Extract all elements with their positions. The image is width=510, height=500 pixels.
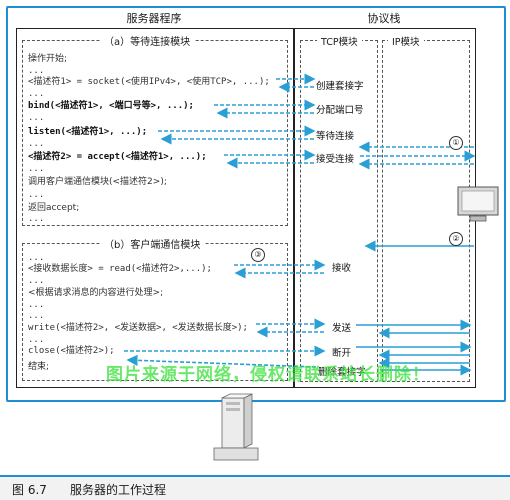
tcp-op-listen: 等待连接 bbox=[316, 131, 355, 142]
code-line: ... bbox=[28, 113, 45, 123]
code-line: <描述符1> = socket(<使用IPv4>, <使用TCP>, ...); bbox=[28, 77, 270, 87]
code-line: 操作开始; bbox=[28, 54, 68, 64]
marker-2: ② bbox=[449, 232, 463, 246]
section-a-title: （a）等待连接模块 bbox=[100, 33, 195, 48]
code-line: ... bbox=[28, 276, 45, 286]
tcp-op-receive: 接收 bbox=[332, 263, 352, 274]
section-b-title: （b）客户端通信模块 bbox=[100, 236, 205, 251]
code-line: ... bbox=[28, 357, 45, 367]
code-line-accept: <描述符2> = accept(<描述符1>, ...); bbox=[28, 152, 207, 162]
tcp-op-disconnect: 断开 bbox=[332, 348, 352, 359]
tcp-op-create-socket: 创建套接字 bbox=[316, 81, 364, 92]
stack-panel-title: 协议栈 bbox=[367, 12, 401, 25]
tcp-op-delete-socket: 删除套接字 bbox=[318, 367, 366, 378]
tcp-op-accept: 接受连接 bbox=[316, 154, 355, 165]
client-pc-icon bbox=[457, 186, 499, 222]
code-line: ... bbox=[28, 335, 45, 345]
figure-title: 服务器的工作过程 bbox=[70, 483, 167, 497]
code-line: ... bbox=[28, 89, 45, 99]
figure-number: 图 6.7 bbox=[12, 483, 47, 497]
code-line-bind: bind(<描述符1>, <端口号等>, ...); bbox=[28, 101, 194, 111]
tcp-op-bind-port: 分配端口号 bbox=[316, 105, 364, 116]
marker-3: ③ bbox=[251, 248, 265, 262]
arrow-delete-socket bbox=[126, 354, 317, 368]
server-tower-icon bbox=[213, 393, 259, 461]
code-line: ... bbox=[28, 164, 45, 174]
code-line: ... bbox=[28, 253, 45, 263]
code-line: 返回accept; bbox=[28, 203, 80, 213]
code-line: ... bbox=[28, 214, 45, 224]
figure-caption: 图 6.7 服务器的工作过程 bbox=[0, 478, 510, 500]
code-line-read: <接收数据长度> = read(<描述符2>,...); bbox=[28, 264, 212, 274]
code-line: 调用客户端通信模块(<描述符2>); bbox=[28, 177, 167, 187]
server-panel-title: 服务器程序 bbox=[126, 12, 182, 25]
code-line: 结束; bbox=[28, 362, 50, 372]
code-line-close: close(<描述符2>); bbox=[28, 346, 115, 356]
marker-1: ① bbox=[449, 136, 463, 150]
code-line: <根据请求消息的内容进行处理>; bbox=[28, 288, 164, 298]
code-line: ... bbox=[28, 190, 45, 200]
code-line: ... bbox=[28, 300, 45, 310]
code-line-write: write(<描述符2>, <发送数据>, <发送数据长度>); bbox=[28, 323, 248, 333]
watermark-text: 图片来源于网络，侵权请联系站长删除！ bbox=[106, 365, 430, 385]
code-line: ... bbox=[28, 66, 45, 76]
tcp-module-label: TCP模块 bbox=[317, 34, 362, 48]
server-program-panel bbox=[16, 28, 294, 388]
code-line: ... bbox=[28, 139, 45, 149]
code-line-listen: listen(<描述符1>, ...); bbox=[28, 127, 148, 137]
ip-module-label: IP模块 bbox=[388, 34, 424, 48]
tcp-op-send: 发送 bbox=[332, 323, 352, 334]
code-line: ... bbox=[28, 311, 45, 321]
server-machine-frame bbox=[6, 6, 506, 402]
